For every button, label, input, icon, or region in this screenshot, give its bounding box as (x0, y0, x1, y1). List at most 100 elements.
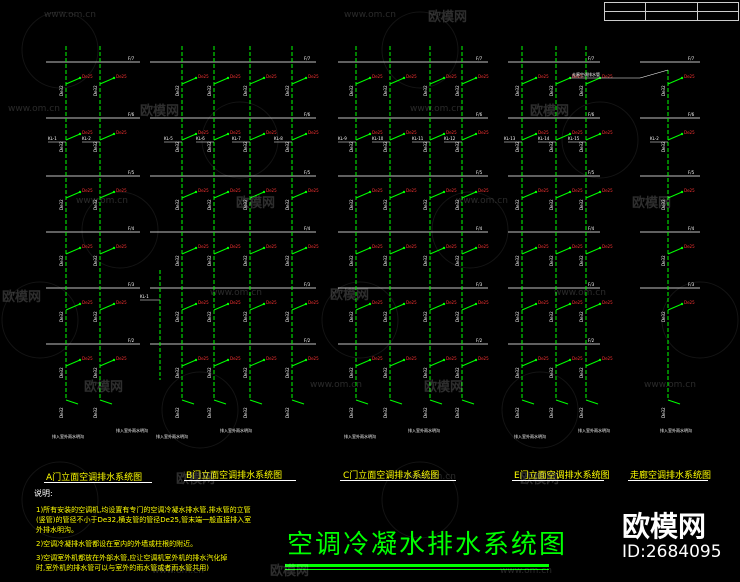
outlet-pipe (213, 399, 227, 405)
brand-logo-text: 欧模网 (622, 510, 707, 543)
outlet-pipe (65, 399, 79, 405)
pipe-size-label: De25 (116, 244, 127, 249)
watermark-ring (81, 191, 159, 269)
pipe-size-label: De25 (538, 300, 549, 305)
ac-unit-node (680, 132, 684, 136)
ac-unit-node (78, 76, 82, 80)
watermark-url: www.om.cn (410, 104, 462, 114)
pipe-size-label: De32 (285, 407, 290, 418)
drain-note: 排入室外雨水明沟 (578, 427, 610, 433)
callout-leader (639, 69, 669, 79)
floor-label: F/2 (128, 338, 135, 343)
pipe-size-label: De25 (116, 188, 127, 193)
pipe-size-label: De25 (372, 188, 383, 193)
main-title: 空调冷凝水排水系统图 (287, 530, 568, 560)
pipe-size-label: De25 (446, 300, 457, 305)
branch-pipe (291, 133, 307, 141)
pipe-size-label: De32 (455, 311, 460, 322)
pipe-size-label: De32 (59, 85, 64, 96)
branch-pipe (585, 77, 601, 85)
branch-pipe (555, 133, 571, 141)
pipe-size-label: De25 (266, 356, 277, 361)
drain-note: 排入室外雨水明沟 (156, 433, 188, 439)
watermark-ring (381, 11, 459, 89)
ac-unit-node (474, 76, 478, 80)
ac-unit-node (568, 358, 572, 362)
brand-id: ID:2684095 (622, 542, 722, 562)
branch-pipe (65, 77, 81, 85)
watermark-url: www.om.cn (500, 566, 552, 576)
floor-label: F/6 (688, 112, 695, 117)
pipe-size-label: De32 (349, 407, 354, 418)
pipe-size-label: De32 (515, 407, 520, 418)
branch-pipe (213, 247, 229, 255)
ac-unit-node (442, 132, 446, 136)
pipe-size-label: De32 (549, 311, 554, 322)
outlet-pipe (249, 399, 263, 405)
branch-pipe (667, 303, 683, 311)
ac-unit-node (262, 302, 266, 306)
ac-unit-node (534, 132, 538, 136)
floor-label: F/6 (304, 112, 311, 117)
ac-unit-node (112, 132, 116, 136)
floor-label: F/3 (476, 282, 483, 287)
watermark-ring (501, 371, 579, 449)
outlet-pipe (291, 399, 305, 405)
pipe-size-label: De32 (423, 407, 428, 418)
ac-unit-node (304, 302, 308, 306)
ac-unit-node (368, 246, 372, 250)
watermark-ring (431, 191, 509, 269)
pipe-size-label: De25 (684, 130, 695, 135)
pipe-size-label: De25 (684, 74, 695, 79)
pipe-size-label: De25 (198, 300, 209, 305)
branch-pipe (181, 303, 197, 311)
ac-unit-node (368, 132, 372, 136)
pipe-size-label: De32 (207, 85, 212, 96)
pipe-size-label: De32 (207, 199, 212, 210)
pipe-size-label: De25 (572, 188, 583, 193)
floor-label: F/7 (588, 56, 595, 61)
watermark-ring (1, 281, 79, 359)
branch-pipe (249, 359, 265, 367)
branch-pipe (181, 133, 197, 141)
floor-label: F/6 (588, 112, 595, 117)
pipe-size-label: De32 (549, 367, 554, 378)
ac-unit-node (194, 190, 198, 194)
pipe-size-label: De32 (243, 255, 248, 266)
branch-pipe (99, 191, 115, 199)
branch-pipe (181, 359, 197, 367)
watermark-ring (381, 461, 459, 539)
pipe-size-label: De32 (579, 367, 584, 378)
branch-pipe (429, 247, 445, 255)
pipe-size-label: De25 (478, 74, 489, 79)
ac-unit-node (680, 302, 684, 306)
title-underline (512, 480, 604, 481)
outlet-pipe (99, 399, 113, 405)
pipe-size-label: De32 (207, 141, 212, 152)
branch-pipe (291, 303, 307, 311)
branch-pipe (355, 133, 371, 141)
watermark-ring (661, 281, 739, 359)
ac-unit-node (226, 358, 230, 362)
branch-pipe (667, 133, 683, 141)
ac-unit-node (78, 246, 82, 250)
pipe-size-label: De25 (230, 244, 241, 249)
ac-unit-node (262, 190, 266, 194)
pipe-size-label: De32 (383, 255, 388, 266)
branch-pipe (213, 359, 229, 367)
pipe-size-label: De25 (82, 188, 93, 193)
system-title-a: A门立面空调排水系统图 (46, 473, 143, 483)
ac-unit-node (304, 190, 308, 194)
pipe-size-label: De25 (82, 130, 93, 135)
pipe-size-label: De32 (175, 85, 180, 96)
ac-unit-node (194, 302, 198, 306)
ac-unit-node (226, 76, 230, 80)
pipe-size-label: De32 (579, 311, 584, 322)
riser-id-label: KL-14 (538, 136, 550, 141)
pipe-size-label: De25 (372, 74, 383, 79)
pipe-size-label: De25 (446, 130, 457, 135)
ac-unit-node (568, 246, 572, 250)
ac-unit-node (78, 132, 82, 136)
branch-pipe (585, 303, 601, 311)
pipe-size-label: De32 (349, 311, 354, 322)
